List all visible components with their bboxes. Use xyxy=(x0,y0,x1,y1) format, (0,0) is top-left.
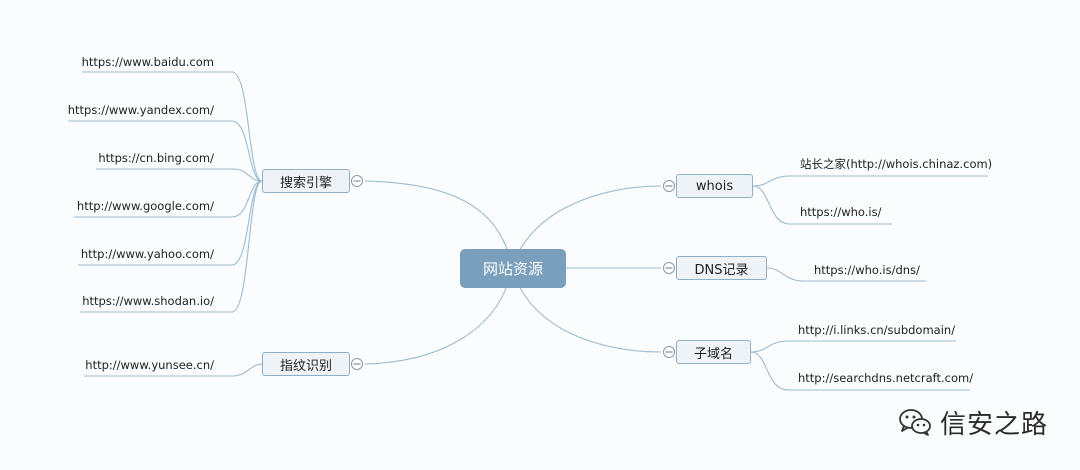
branch-subdomain[interactable]: 子域名 xyxy=(676,340,751,364)
collapse-whois-icon[interactable] xyxy=(663,180,675,192)
collapse-dns-icon[interactable] xyxy=(663,262,675,274)
watermark-text: 信安之路 xyxy=(940,409,1049,440)
leaf-dns-1[interactable]: https://who.is/dns/ xyxy=(814,263,920,277)
edge-subdomain-leaf-1 xyxy=(750,340,789,353)
edge-search-leaf-2 xyxy=(231,120,263,182)
edge-root-whois xyxy=(511,185,662,269)
root-node[interactable]: 网站资源 xyxy=(460,249,566,288)
branch-fingerprint-label: 指纹识别 xyxy=(279,358,332,374)
edge-search-leaf-5 xyxy=(231,180,263,266)
edge-root-subdomain xyxy=(511,267,662,353)
collapse-fingerprint-icon[interactable] xyxy=(351,358,363,370)
branch-dns[interactable]: DNS记录 xyxy=(676,256,767,280)
branch-whois[interactable]: whois xyxy=(676,174,753,198)
leaf-search-2[interactable]: https://www.yandex.com/ xyxy=(67,103,214,117)
watermark: 信安之路 xyxy=(898,402,1048,442)
edge-dns-leaf-1 xyxy=(766,267,805,282)
branch-subdomain-label: 子域名 xyxy=(693,346,733,362)
edge-root-search xyxy=(364,180,513,269)
collapse-subdomain-icon[interactable] xyxy=(663,346,675,358)
edge-search-leaf-6 xyxy=(231,180,263,313)
branch-search-engines-label: 搜索引擎 xyxy=(279,175,332,191)
leaf-search-3[interactable]: https://cn.bing.com/ xyxy=(98,151,214,165)
leaf-search-5[interactable]: http://www.yahoo.com/ xyxy=(80,247,214,261)
leaf-whois-1[interactable]: 站长之家(http://whois.chinaz.com) xyxy=(800,157,993,171)
branch-search-engines[interactable]: 搜索引擎 xyxy=(262,169,350,193)
edge-whois-leaf-2 xyxy=(752,185,791,225)
branch-dns-label: DNS记录 xyxy=(694,262,749,278)
branch-fingerprint[interactable]: 指纹识别 xyxy=(262,352,350,376)
leaf-subdomain-2[interactable]: http://searchdns.netcraft.com/ xyxy=(798,371,974,385)
leaf-fingerprint-1[interactable]: http://www.yunsee.cn/ xyxy=(85,358,214,372)
leaf-whois-2[interactable]: https://who.is/ xyxy=(800,205,882,219)
collapse-search-icon[interactable] xyxy=(351,175,363,187)
edge-root-fingerprint xyxy=(364,267,513,365)
leaf-search-4[interactable]: http://www.google.com/ xyxy=(76,199,214,213)
edge-fingerprint-leaf-1 xyxy=(231,363,263,377)
leaf-search-1[interactable]: https://www.baidu.com xyxy=(81,55,214,69)
branch-whois-label: whois xyxy=(695,178,734,194)
edge-search-leaf-3 xyxy=(231,168,263,182)
edge-whois-leaf-1 xyxy=(752,175,791,187)
edge-subdomain-leaf-2 xyxy=(750,351,789,391)
edge-search-leaf-1 xyxy=(231,71,263,182)
root-node-label: 网站资源 xyxy=(482,260,543,278)
leaf-subdomain-1[interactable]: http://i.links.cn/subdomain/ xyxy=(798,323,956,337)
edge-search-leaf-4 xyxy=(231,180,263,218)
leaf-search-6[interactable]: https://www.shodan.io/ xyxy=(82,294,214,308)
wechat-icon xyxy=(899,409,931,436)
